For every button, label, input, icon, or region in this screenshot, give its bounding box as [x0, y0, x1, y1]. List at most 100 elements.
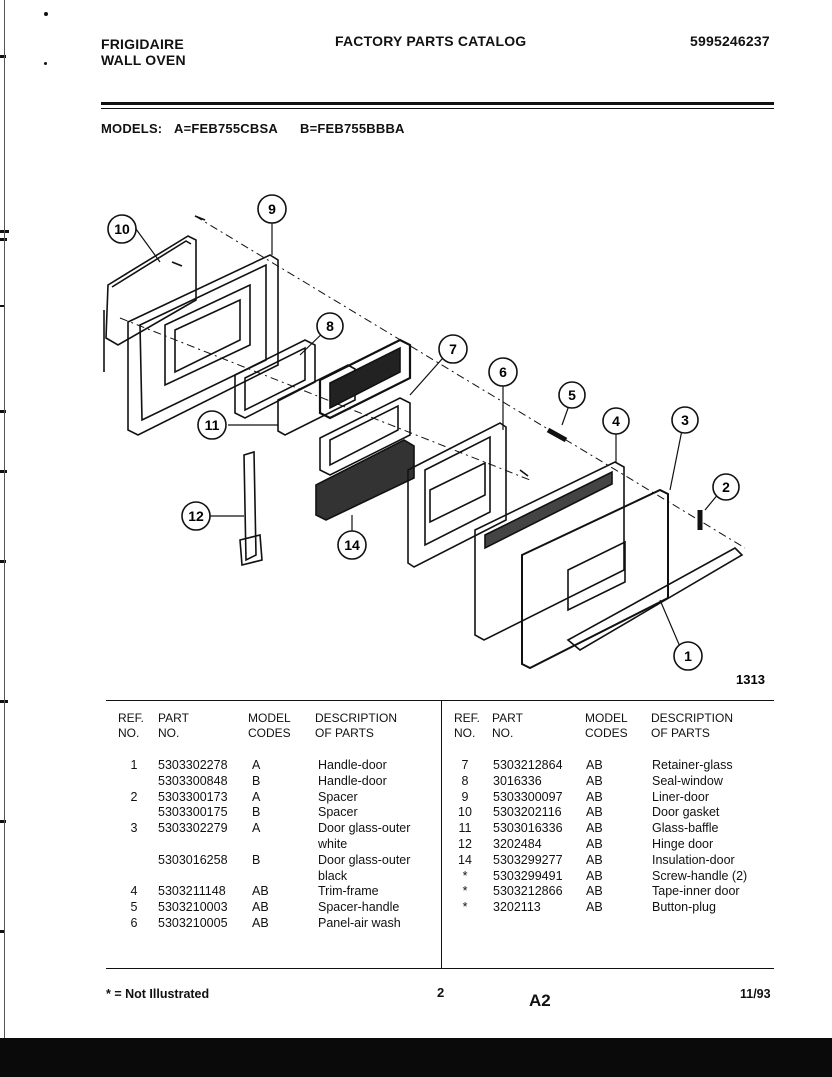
- svg-text:3: 3: [681, 412, 689, 428]
- table-cell-model: AB: [586, 805, 603, 820]
- svg-text:5: 5: [568, 387, 576, 403]
- table-cell-desc: Handle-door: [318, 773, 387, 788]
- models-label: MODELS:: [101, 121, 163, 136]
- svg-text:11: 11: [205, 417, 220, 433]
- table-cell-model: A: [252, 821, 261, 836]
- svg-text:1: 1: [684, 648, 692, 664]
- table-cell-model: AB: [586, 868, 603, 883]
- revision-date: 11/93: [740, 987, 771, 1001]
- table-cell-ref: 10: [458, 805, 472, 820]
- table-cell-desc: Liner-door: [652, 789, 709, 804]
- table-cell-desc: Door glass-outer: [318, 852, 411, 867]
- table-cell-ref: 5: [130, 900, 138, 915]
- table-cell-model: AB: [586, 758, 603, 772]
- table-cell-part: 5303300097: [493, 789, 563, 804]
- svg-text:8: 8: [326, 318, 334, 334]
- table-cell-model: AB: [586, 837, 603, 851]
- table-cell-model: AB: [586, 884, 603, 899]
- table-top-rule: [106, 700, 774, 701]
- table-cell-desc: Hinge door: [652, 837, 714, 851]
- callout-8: 8: [316, 312, 344, 340]
- table-cell-ref: 6: [130, 916, 138, 930]
- svg-text:4: 4: [612, 413, 620, 429]
- section-code: A2: [529, 991, 551, 1010]
- table-cell-model: B: [252, 805, 261, 820]
- table-cell-ref: 8: [461, 773, 469, 788]
- callout-11: 11: [197, 410, 227, 440]
- table-cell-ref: 9: [461, 789, 469, 804]
- scan-edge-marks: [0, 0, 14, 1040]
- catalog-title: FACTORY PARTS CATALOG: [335, 33, 527, 49]
- punch-dot: [44, 62, 47, 65]
- table-divider: [441, 700, 442, 968]
- table-cell-ref: 7: [461, 758, 469, 772]
- col-ref-right: REF.NO.: [454, 711, 481, 740]
- callout-7: 7: [438, 334, 468, 364]
- brand-line1: FRIGIDAIRE: [101, 36, 184, 52]
- table-cell-desc: Handle-door: [318, 758, 387, 772]
- table-cell-model: B: [252, 773, 261, 788]
- table-cell-part: 5303016336: [493, 821, 563, 836]
- table-cell-desc: Door glass-outer: [318, 821, 411, 836]
- table-cell-part: 5303299277: [493, 852, 563, 867]
- table-cell-desc: white: [318, 837, 348, 851]
- footnote: * = Not Illustrated: [106, 987, 210, 1001]
- table-cell-model: B: [252, 852, 261, 867]
- table-cell-part: 3016336: [493, 773, 542, 788]
- table-cell-ref: 11: [458, 821, 472, 836]
- table-cell-desc: black: [318, 868, 348, 883]
- brand-line2: WALL OVEN: [101, 52, 186, 68]
- table-cell-ref: 4: [130, 884, 138, 899]
- table-cell-model: A: [252, 758, 261, 772]
- table-cell-part: 5303212864: [493, 758, 563, 772]
- table-cell-ref: 1: [130, 758, 138, 772]
- table-cell-desc: Trim-frame: [318, 884, 379, 899]
- table-cell-ref: *: [462, 868, 468, 883]
- table-cell-part: 5303016258: [158, 852, 228, 867]
- table-cell-desc: Door gasket: [652, 805, 720, 820]
- table-cell-part: 5303300173: [158, 789, 228, 804]
- table-cell-ref: *: [462, 884, 468, 899]
- scan-bottom-band: [0, 1038, 832, 1077]
- table-cell-model: AB: [252, 916, 269, 930]
- callout-1: 1: [673, 641, 703, 671]
- table-cell-ref: 12: [458, 837, 472, 851]
- table-cell-desc: Tape-inner door: [652, 884, 740, 899]
- table-cell-part: 3202484: [493, 837, 542, 851]
- table-cell-part: 5303211148: [158, 884, 226, 899]
- table-cell-part: 5303299491: [493, 868, 563, 883]
- table-cell-model: AB: [586, 789, 603, 804]
- svg-text:12: 12: [188, 508, 204, 524]
- table-cell-part: 5303302279: [158, 821, 228, 836]
- page-number: 2: [437, 985, 445, 1000]
- callout-4: 4: [602, 407, 630, 435]
- svg-text:2: 2: [722, 479, 730, 495]
- svg-text:9: 9: [268, 201, 276, 217]
- model-a: A=FEB755CBSA: [174, 121, 278, 136]
- callout-12: 12: [181, 501, 211, 531]
- svg-text:6: 6: [499, 364, 507, 380]
- table-cell-ref: 2: [130, 789, 138, 804]
- table-cell-part: 5303300848: [158, 773, 228, 788]
- table-bottom-rule: [106, 968, 774, 969]
- model-b: B=FEB755BBBA: [300, 121, 405, 136]
- table-cell-model: A: [252, 789, 261, 804]
- table-cell-desc: Spacer: [318, 805, 358, 820]
- table-cell-model: AB: [586, 821, 603, 836]
- table-cell-part: 5303302278: [158, 758, 228, 772]
- table-cell-desc: Retainer-glass: [652, 758, 733, 772]
- table-cell-desc: Button-plug: [652, 900, 716, 915]
- callout-3: 3: [671, 406, 699, 434]
- table-cell-desc: Seal-window: [652, 773, 723, 788]
- table-cell-desc: Spacer-handle: [318, 900, 400, 915]
- table-cell-model: AB: [252, 900, 269, 915]
- svg-text:14: 14: [344, 537, 360, 553]
- callout-10: 10: [107, 214, 137, 244]
- exploded-parts-diagram: 10 9 8 7 6 5 4 3 2 11 12 14 1 1313: [103, 194, 765, 687]
- table-cell-part: 5303210005: [158, 916, 228, 930]
- table-cell-desc: Glass-baffle: [652, 821, 719, 836]
